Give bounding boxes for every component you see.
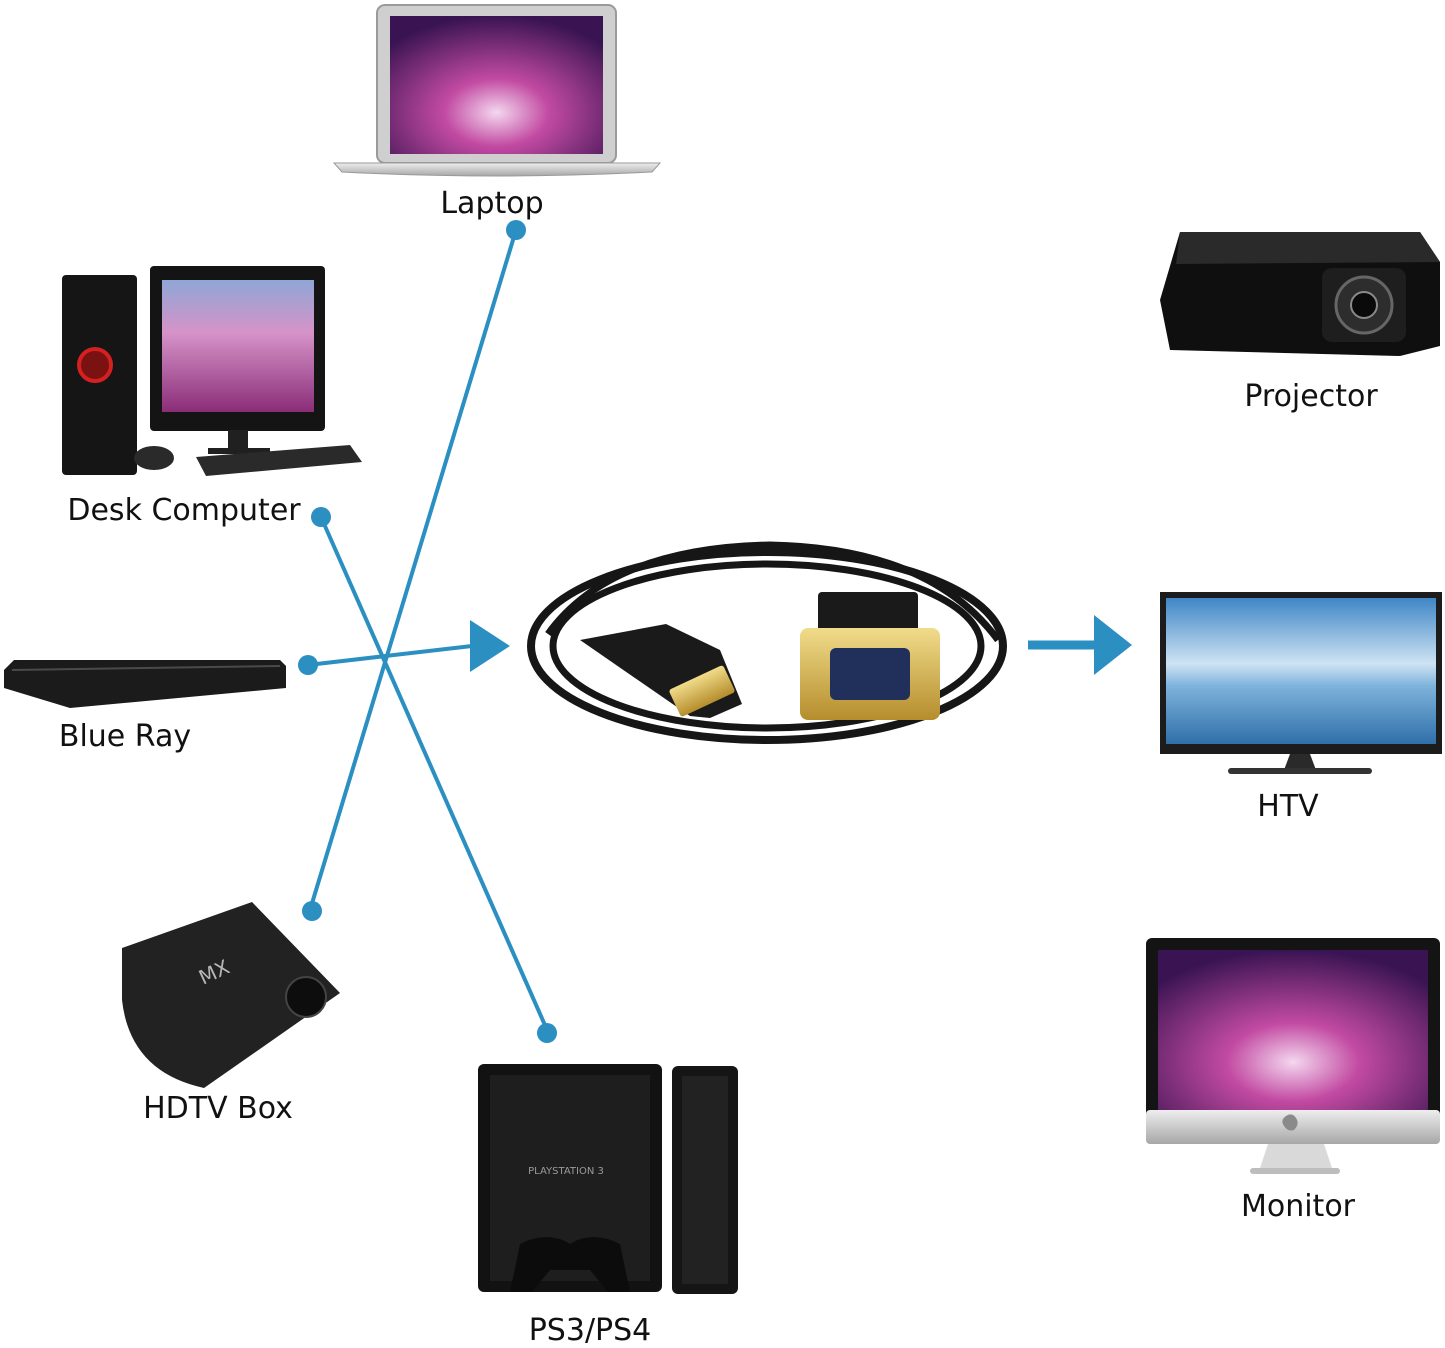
- connector-dot-ps3-ps4: [537, 1023, 557, 1043]
- game-console-icon: PLAYSTATION 3: [478, 1064, 738, 1294]
- source-label-blue-ray: Blue Ray: [59, 719, 191, 754]
- desktop-computer-icon: [62, 266, 362, 476]
- display-label-monitor: Monitor: [1241, 1189, 1356, 1224]
- connector-dot-laptop: [506, 220, 526, 240]
- arrow-to-cable-icon: [470, 620, 510, 672]
- source-label-desk-computer: Desk Computer: [67, 493, 301, 528]
- laptop-icon: [332, 4, 662, 177]
- display-label-projector: Projector: [1244, 379, 1378, 414]
- display-label-htv: HTV: [1257, 789, 1319, 824]
- connector-line-laptop: [308, 229, 518, 911]
- connector-dot-hdtv-box: [302, 901, 322, 921]
- tv-box-icon: MX: [122, 902, 340, 1088]
- source-label-hdtv-box: HDTV Box: [143, 1091, 293, 1126]
- projector-icon: [1160, 232, 1440, 356]
- source-label-ps3-ps4: PS3/PS4: [529, 1313, 652, 1348]
- hdmi-to-vga-cable-icon: [527, 541, 1007, 744]
- connector-dot-desk-computer: [311, 507, 331, 527]
- svg-text:PLAYSTATION 3: PLAYSTATION 3: [528, 1166, 604, 1177]
- connector-lines: [298, 220, 557, 1043]
- source-label-laptop: Laptop: [440, 186, 543, 221]
- arrow-to-displays-icon: [1028, 615, 1132, 675]
- connector-dot-blue-ray: [298, 655, 318, 675]
- connector-line-desk-computer: [319, 516, 550, 1033]
- bluray-player-icon: [4, 660, 286, 708]
- connector-line-blue-ray: [307, 644, 473, 667]
- television-icon: [1160, 592, 1442, 774]
- monitor-icon: [1146, 938, 1440, 1174]
